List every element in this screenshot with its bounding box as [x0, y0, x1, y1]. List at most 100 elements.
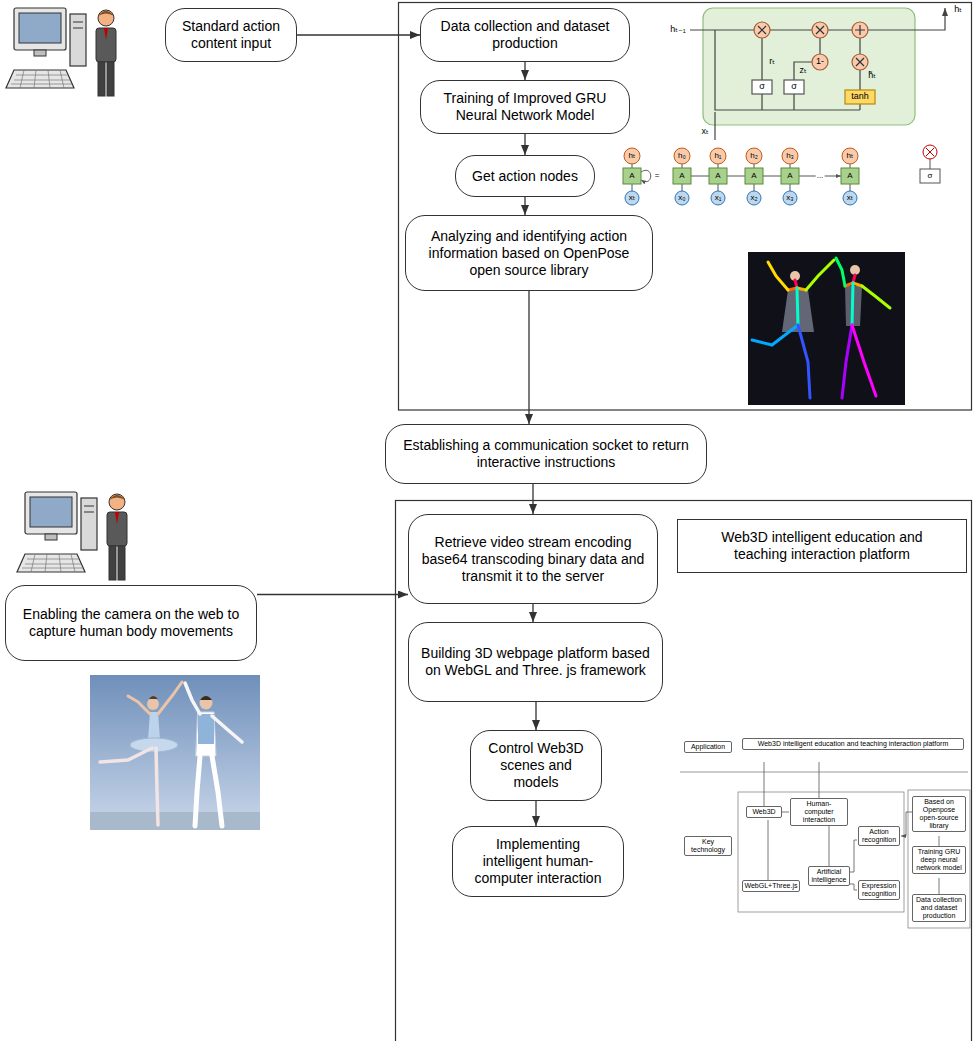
- gru-label: rₜ: [768, 57, 776, 67]
- rnn-label: x₂: [750, 194, 757, 203]
- flow-arrow: [535, 702, 536, 730]
- process-box: Control Web3D scenes and models: [470, 730, 602, 801]
- framework-label: Key technology: [684, 836, 732, 856]
- rnn-unrolled-figure: [673, 168, 691, 184]
- gru-label: zₜ: [798, 66, 807, 76]
- process-box: Building 3D webpage platform based on We…: [408, 622, 663, 702]
- rnn-unrolled-figure: [641, 170, 651, 181]
- gru-label: hₜ: [953, 5, 963, 15]
- gru-cell-figure: [714, 112, 715, 140]
- gru-cell-figure: [819, 38, 820, 54]
- box-text: Building 3D webpage platform based on We…: [421, 645, 650, 679]
- process-box: Data collection and dataset production: [420, 8, 630, 62]
- gru-label: tanh: [850, 92, 870, 102]
- box-text: Enabling the camera on the web to captur…: [18, 606, 244, 640]
- box-text: Web3D intelligent education and teaching…: [716, 529, 928, 563]
- rnn-unrolled-figure: [781, 168, 799, 184]
- box-text: Retrieve video stream encoding base64 tr…: [421, 534, 645, 585]
- computer-user-icon: [17, 492, 127, 580]
- box-text: Control Web3D scenes and models: [483, 740, 589, 791]
- openpose-dancer-photo: [852, 325, 876, 396]
- framework-label: WebGL+Three.js: [742, 880, 800, 892]
- flow-arrow: [297, 34, 420, 35]
- platform-box: Web3D intelligent education and teaching…: [677, 519, 967, 573]
- box-text: Implementing intelligent human-computer …: [465, 836, 611, 887]
- rnn-label: h₃: [786, 152, 794, 161]
- computer-user-icon: [6, 8, 116, 96]
- ballet-photo: [149, 696, 158, 699]
- rnn-unrolled-figure: [709, 168, 727, 184]
- framework-label: Based on Openpose open-source library: [912, 796, 966, 832]
- box-text: Analyzing and identifying action informa…: [418, 228, 640, 279]
- ballet-photo: [90, 675, 260, 830]
- openpose-dancer-photo: [842, 325, 852, 398]
- rnn-label: hₜ: [847, 152, 854, 161]
- openpose-dancer-photo: [752, 325, 798, 345]
- rnn-unrolled-figure: [745, 168, 763, 184]
- openpose-dancer-photo: [852, 283, 853, 325]
- rnn-unrolled-figure: [746, 148, 762, 164]
- rnn-unrolled-figure: [675, 191, 689, 205]
- gru-cell-figure: [758, 25, 865, 66]
- flow-arrow: [524, 197, 525, 215]
- ballet-photo: [185, 683, 242, 742]
- rnn-unrolled-figure: [843, 191, 857, 205]
- process-box: Analyzing and identifying action informa…: [405, 215, 653, 291]
- framework-figure: [680, 772, 968, 773]
- gru-label: 1-: [815, 57, 825, 67]
- process-box: Standard action content input: [165, 8, 297, 62]
- rnn-label: h₀: [678, 152, 686, 161]
- framework-label: Web3D: [746, 806, 782, 818]
- gru-cell-figure: [845, 90, 875, 104]
- process-box: Training of Improved GRU Neural Network …: [420, 80, 630, 134]
- framework-label: Web3D intelligent education and teaching…: [742, 738, 964, 750]
- rnn-unrolled-figure: [841, 168, 859, 184]
- rnn-label: A: [751, 172, 756, 181]
- gru-cell-figure: [761, 38, 762, 110]
- rnn-unrolled-figure: [710, 148, 726, 164]
- flow-arrow: [257, 594, 408, 595]
- rnn-unrolled-figure: [624, 148, 640, 164]
- rnn-label: xₜ: [847, 194, 853, 203]
- computer-user-icon: [17, 492, 127, 580]
- ballet-photo: [147, 698, 159, 710]
- rnn-unrolled-figure: [930, 159, 931, 169]
- flow-arrow: [532, 484, 533, 514]
- process-box: Retrieve video stream encoding base64 tr…: [408, 514, 658, 604]
- framework-label: Expression recognition: [858, 880, 900, 900]
- box-text: Data collection and dataset production: [433, 18, 617, 52]
- rnn-label: A: [629, 172, 634, 181]
- framework-figure: [680, 762, 970, 928]
- gru-label: xₜ: [700, 127, 709, 137]
- rnn-label: σ: [928, 172, 933, 181]
- process-box: Get action nodes: [455, 155, 595, 197]
- rnn-unrolled-figure: [674, 148, 690, 164]
- flow-arrow: [535, 801, 536, 826]
- rnn-unrolled-figure: [920, 169, 940, 183]
- framework-label: Data collection and dataset production: [912, 894, 966, 922]
- rnn-unrolled-figure: [926, 148, 934, 156]
- rnn-label: xₜ: [629, 194, 635, 203]
- openpose-dancer-photo: [798, 325, 810, 398]
- box-text: Standard action content input: [178, 18, 284, 52]
- openpose-dancer-photo: [748, 252, 905, 405]
- framework-label: Application: [684, 741, 732, 753]
- flow-arrow: [524, 62, 525, 80]
- rnn-label: h₁: [714, 152, 721, 161]
- process-box: Implementing intelligent human-computer …: [452, 826, 624, 897]
- rnn-label: A: [715, 172, 720, 181]
- framework-figure: [738, 792, 904, 912]
- gru-cell-figure: [690, 8, 945, 140]
- framework-label: Human-computer interaction: [790, 798, 848, 826]
- computer-user-icon: [6, 8, 116, 96]
- openpose-dancer-photo: [806, 260, 834, 290]
- gru-label: hₜ₋₁: [669, 25, 686, 35]
- rnn-unrolled-figure: [782, 148, 798, 164]
- rnn-unrolled-figure: [783, 191, 797, 205]
- rnn-unrolled-figure: [711, 191, 725, 205]
- gru-cell-figure: [784, 80, 804, 94]
- flow-arrow: [532, 604, 533, 622]
- gru-cell-figure: [752, 80, 772, 94]
- rnn-unrolled-figure: [623, 168, 641, 184]
- rnn-unrolled-figure: [625, 191, 639, 205]
